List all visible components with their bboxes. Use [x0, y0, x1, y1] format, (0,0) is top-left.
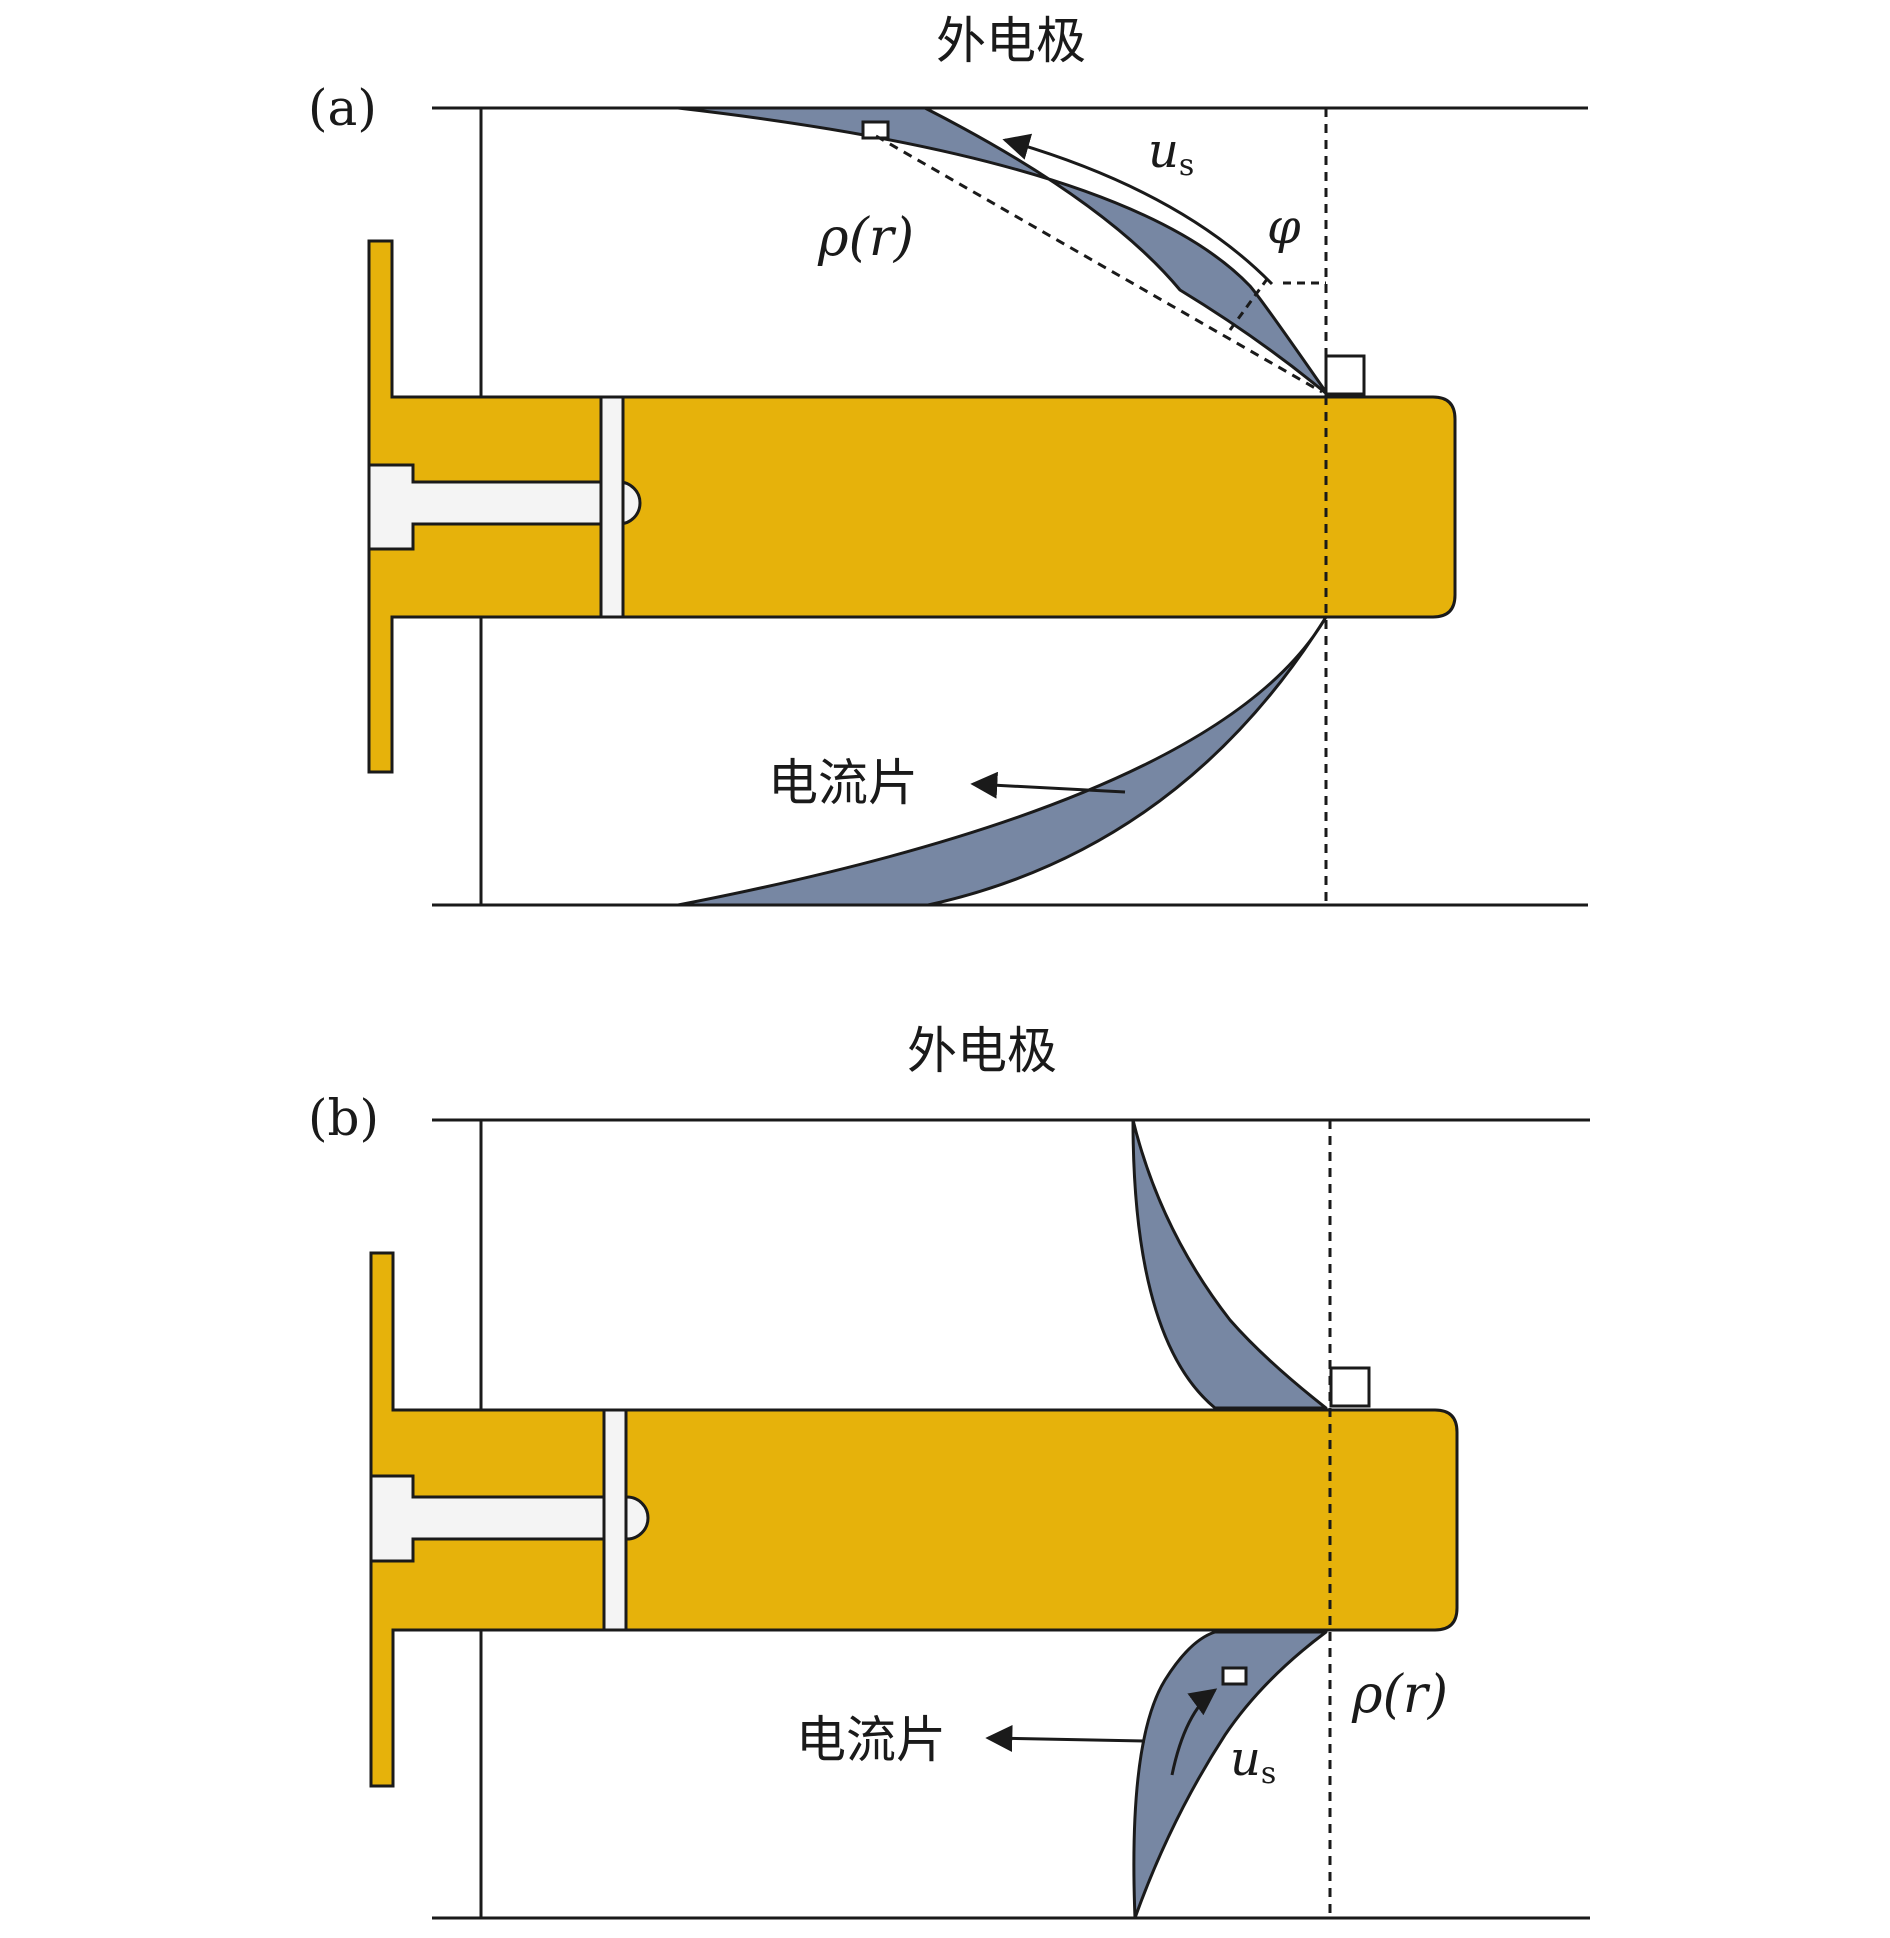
panel-label-a: (a) [308, 79, 377, 137]
velocity-label-a: us [1148, 123, 1194, 183]
velocity-arrow [1170, 1688, 1218, 1776]
panel-label-b: (b) [308, 1089, 379, 1147]
sheet-label-b: 电流片 [796, 1711, 946, 1769]
normal-dashed-line [1228, 274, 1272, 331]
sheet-label-a: 电流片 [768, 754, 918, 812]
sheet-element-marker [861, 120, 890, 140]
inner-electrode [367, 239, 1457, 774]
anode-corner-marker [1329, 1366, 1371, 1408]
panel-b: (b) 外电极 ρ(r) us 电流片 [308, 1022, 1590, 1920]
density-label-b: ρ(r) [1351, 1665, 1448, 1725]
sheet-label-arrow [985, 1724, 1146, 1752]
insulator-gap-stripe [599, 395, 625, 619]
anode-corner-marker [1324, 354, 1366, 396]
electrode-title-b: 外电极 [907, 1022, 1057, 1080]
velocity-arrow [1002, 133, 1274, 286]
panel-a: (a) 外电极 us ρ(r) φ 电流片 [308, 12, 1588, 907]
angle-label-a: φ [1267, 199, 1301, 255]
current-sheet-upper [676, 106, 1330, 397]
inner-electrode [369, 1251, 1459, 1788]
sheet-element-marker [1221, 1666, 1248, 1686]
density-label-a: ρ(r) [817, 208, 914, 268]
radius-dashed-line [875, 134, 1323, 394]
sheet-label-arrow [970, 771, 1126, 799]
velocity-label-b: us [1230, 1731, 1276, 1791]
current-sheet-upper [1131, 1118, 1328, 1410]
current-sheet-lower [1132, 1630, 1328, 1920]
current-sheet-lower [676, 615, 1328, 907]
electrode-title-a: 外电极 [936, 12, 1086, 70]
insulator-gap-stripe [602, 1408, 628, 1632]
